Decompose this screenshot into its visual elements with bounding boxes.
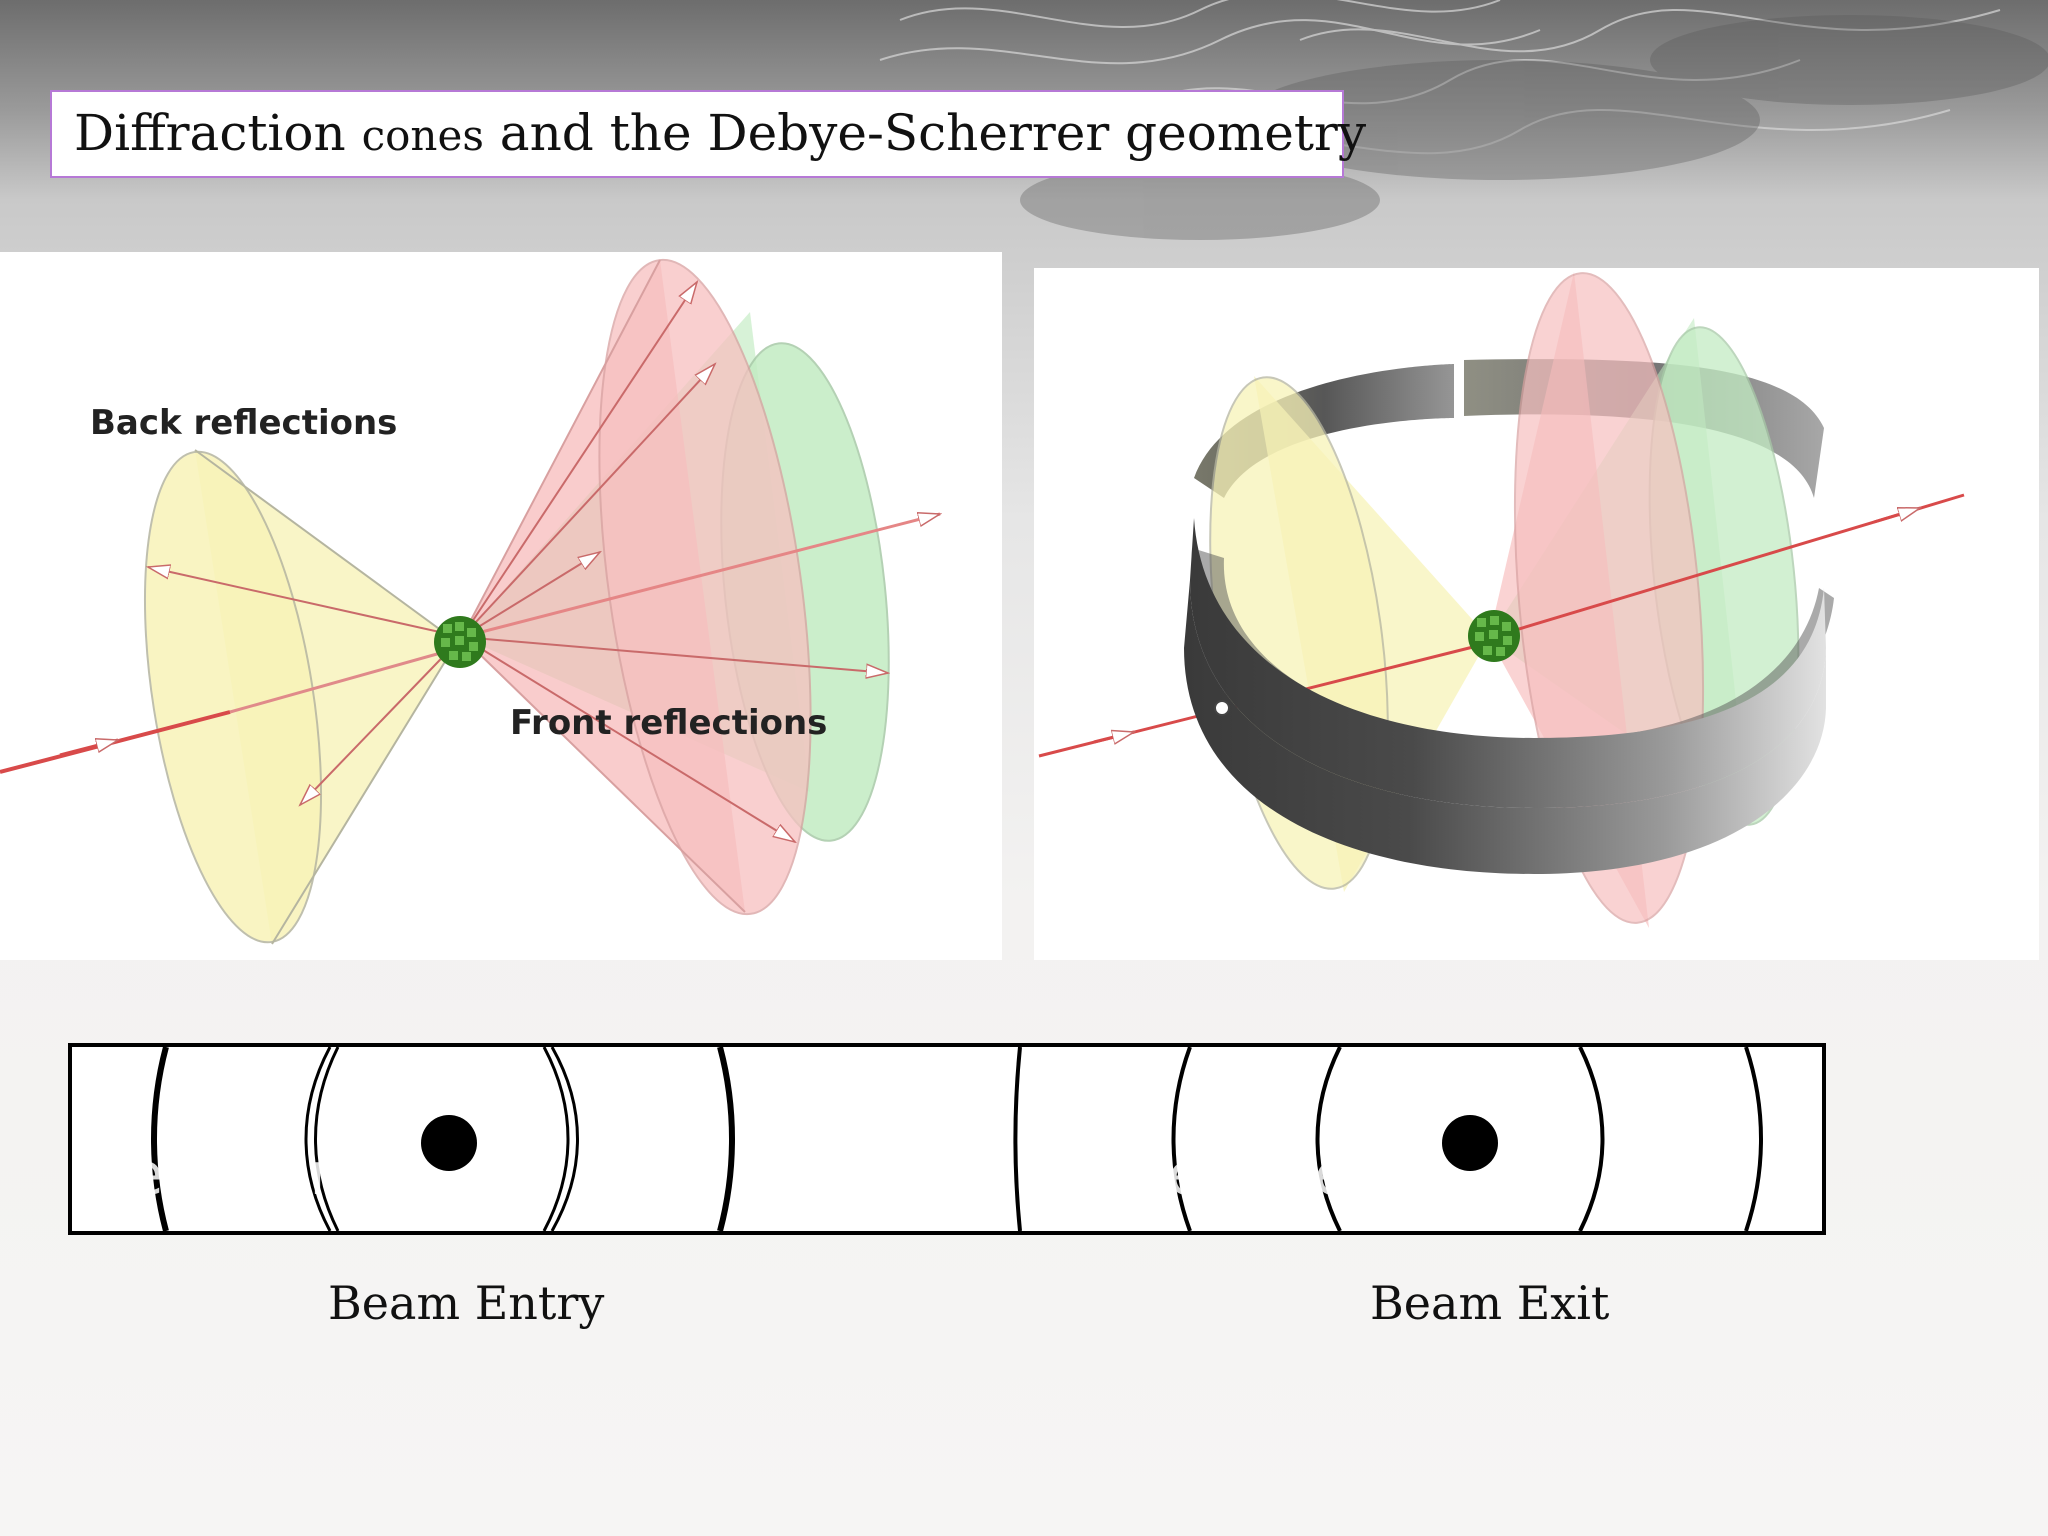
- ghost-label-exit: Beam exit: [1128, 1140, 1422, 1208]
- ghost-label-entry: Beam entry: [88, 1140, 428, 1208]
- transmitted-beam: [461, 514, 940, 639]
- beam-entry-hole: [421, 1115, 477, 1171]
- entry-arc-outer-left: [151, 1047, 169, 1231]
- incident-beam: [0, 645, 463, 774]
- film-ring-front: [1184, 518, 1834, 874]
- slide-title-box: Diffraction cones and the Debye-Scherrer…: [50, 90, 1366, 178]
- front-reflections-label: Front reflections: [510, 703, 827, 743]
- beam-exit-hole: [1442, 1115, 1498, 1171]
- crystal-sample-icon: [1468, 610, 1520, 662]
- diffraction-cones-diagram: Back reflections Front reflections: [0, 252, 1002, 960]
- front-reflection-cone: [461, 258, 812, 916]
- beam-exit-caption: Beam Exit: [1370, 1276, 1610, 1330]
- title-part-2: cones: [361, 111, 484, 160]
- entry-arc-outer-right: [717, 1047, 735, 1231]
- back-reflections-label: Back reflections: [90, 403, 397, 443]
- crystal-sample-icon: [434, 616, 486, 668]
- slide-title: Diffraction cones and the Debye-Scherrer…: [74, 104, 1366, 162]
- diffracted-rays: [148, 282, 888, 842]
- title-part-3: and the Debye-Scherrer geometry: [483, 104, 1367, 162]
- beam-entry-caption: Beam Entry: [328, 1276, 605, 1330]
- debye-scherrer-film-diagram: [1034, 268, 2039, 960]
- film-strip: [68, 1043, 1826, 1235]
- title-part-1: Diffraction: [74, 104, 362, 162]
- back-reflection-cone: [143, 449, 458, 945]
